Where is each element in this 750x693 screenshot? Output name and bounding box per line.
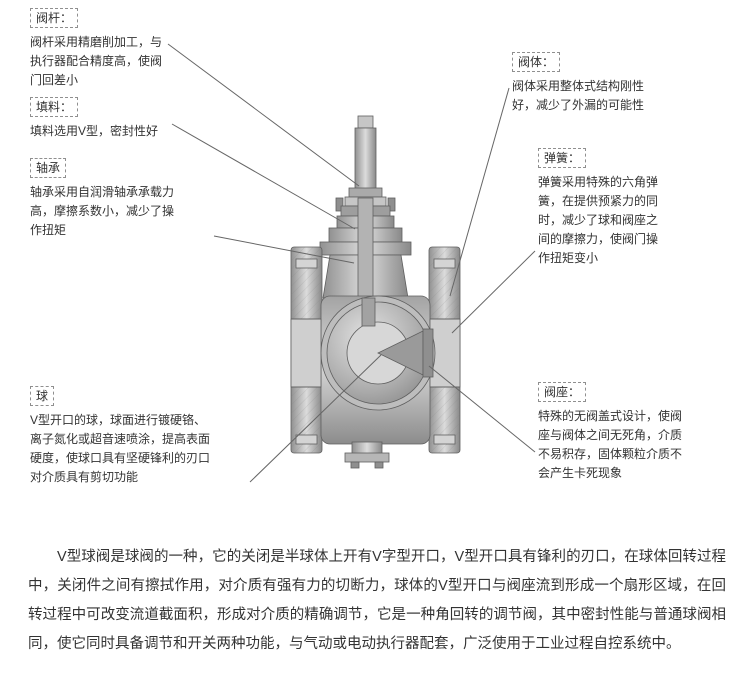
callout-packing-desc: 填料选用V型，密封性好 <box>30 124 159 138</box>
callout-valve-stem-desc: 阀杆采用精磨削加工，与 执行器配合精度高，使阀 门回差小 <box>30 35 163 87</box>
callout-bearing: 轴承 轴承采用自润滑轴承承载力 高，摩擦系数小，减少了操 作扭矩 <box>30 158 210 240</box>
leader-bearing <box>213 235 355 264</box>
valve-diagram <box>167 43 536 483</box>
callout-packing-title: 填料： <box>30 97 79 117</box>
stem-ball-slot <box>361 297 376 327</box>
callout-ball-title: 球 <box>30 386 55 406</box>
callout-bearing-title: 轴承 <box>30 158 67 178</box>
callout-spring-desc: 弹簧采用特殊的六角弹 簧，在提供预紧力的同 时，减少了球和阀座之 间的摩擦力，使… <box>538 175 659 265</box>
leader-lines <box>167 43 536 483</box>
description-paragraph: V型球阀是球阀的一种，它的关闭是半球体上开有V字型开口，V型开口具有锋利的刃口，… <box>28 549 726 652</box>
bottom-bolt-right <box>374 461 384 469</box>
callout-valve-seat-desc: 特殊的无阀盖式设计，使阀 座与阀体之间无死角，介质 不易积存，固体颗粒介质不 会… <box>538 409 683 480</box>
left-flange-bolt-hole-bottom <box>295 434 318 445</box>
callout-valve-stem-title: 阀杆： <box>30 8 79 28</box>
bore-left <box>290 318 322 388</box>
callout-valve-body: 阀体： 阀体采用整体式结构刚性 好，减少了外漏的可能性 <box>512 52 677 115</box>
gland-bolt-left <box>335 197 344 212</box>
callout-spring-title: 弹簧： <box>538 148 587 168</box>
callout-ball-desc: V型开口的球，球面进行镀硬铬、 离子氮化或超音速喷涂，提高表面 硬度，使球口具有… <box>30 413 211 484</box>
leader-valve-seat <box>428 365 536 453</box>
callout-bearing-desc: 轴承采用自润滑轴承承载力 高，摩擦系数小，减少了操 作扭矩 <box>30 185 175 237</box>
callout-valve-seat-title: 阀座： <box>538 382 587 402</box>
callout-ball: 球 V型开口的球，球面进行镀硬铬、 离子氮化或超音速喷涂，提高表面 硬度，使球口… <box>30 386 245 487</box>
callout-packing: 填料： 填料选用V型，密封性好 <box>30 97 200 141</box>
leader-spring <box>451 250 536 334</box>
right-flange-bolt-hole-bottom <box>433 434 456 445</box>
seat-insert <box>422 328 434 378</box>
callout-valve-seat: 阀座： 特殊的无阀盖式设计，使阀 座与阀体之间无死角，介质 不易积存，固体颗粒介… <box>538 382 708 483</box>
callout-valve-body-title: 阀体： <box>512 52 561 72</box>
bottom-trunnion <box>351 441 383 455</box>
bottom-bolt-left <box>350 461 360 469</box>
callout-spring: 弹簧： 弹簧采用特殊的六角弹 簧，在提供预紧力的同 时，减少了球和阀座之 间的摩… <box>538 148 688 268</box>
left-flange-bolt-hole-top <box>295 258 318 269</box>
leader-valve-stem <box>167 43 360 187</box>
right-flange-bolt-hole-top <box>433 258 456 269</box>
packing-follower <box>348 187 383 198</box>
bottom-cover <box>344 452 390 463</box>
leader-valve-body <box>449 87 510 297</box>
callout-valve-body-desc: 阀体采用整体式结构刚性 好，减少了外漏的可能性 <box>512 79 645 112</box>
valve-stem-shaft <box>354 127 377 199</box>
leader-packing <box>171 123 356 230</box>
stem-top <box>357 115 374 129</box>
leader-ball <box>249 354 382 483</box>
callout-valve-stem: 阀杆： 阀杆采用精磨削加工，与 执行器配合精度高，使阀 门回差小 <box>30 8 190 90</box>
valve-drawing <box>290 115 461 469</box>
gland-bolt-right <box>387 197 396 212</box>
